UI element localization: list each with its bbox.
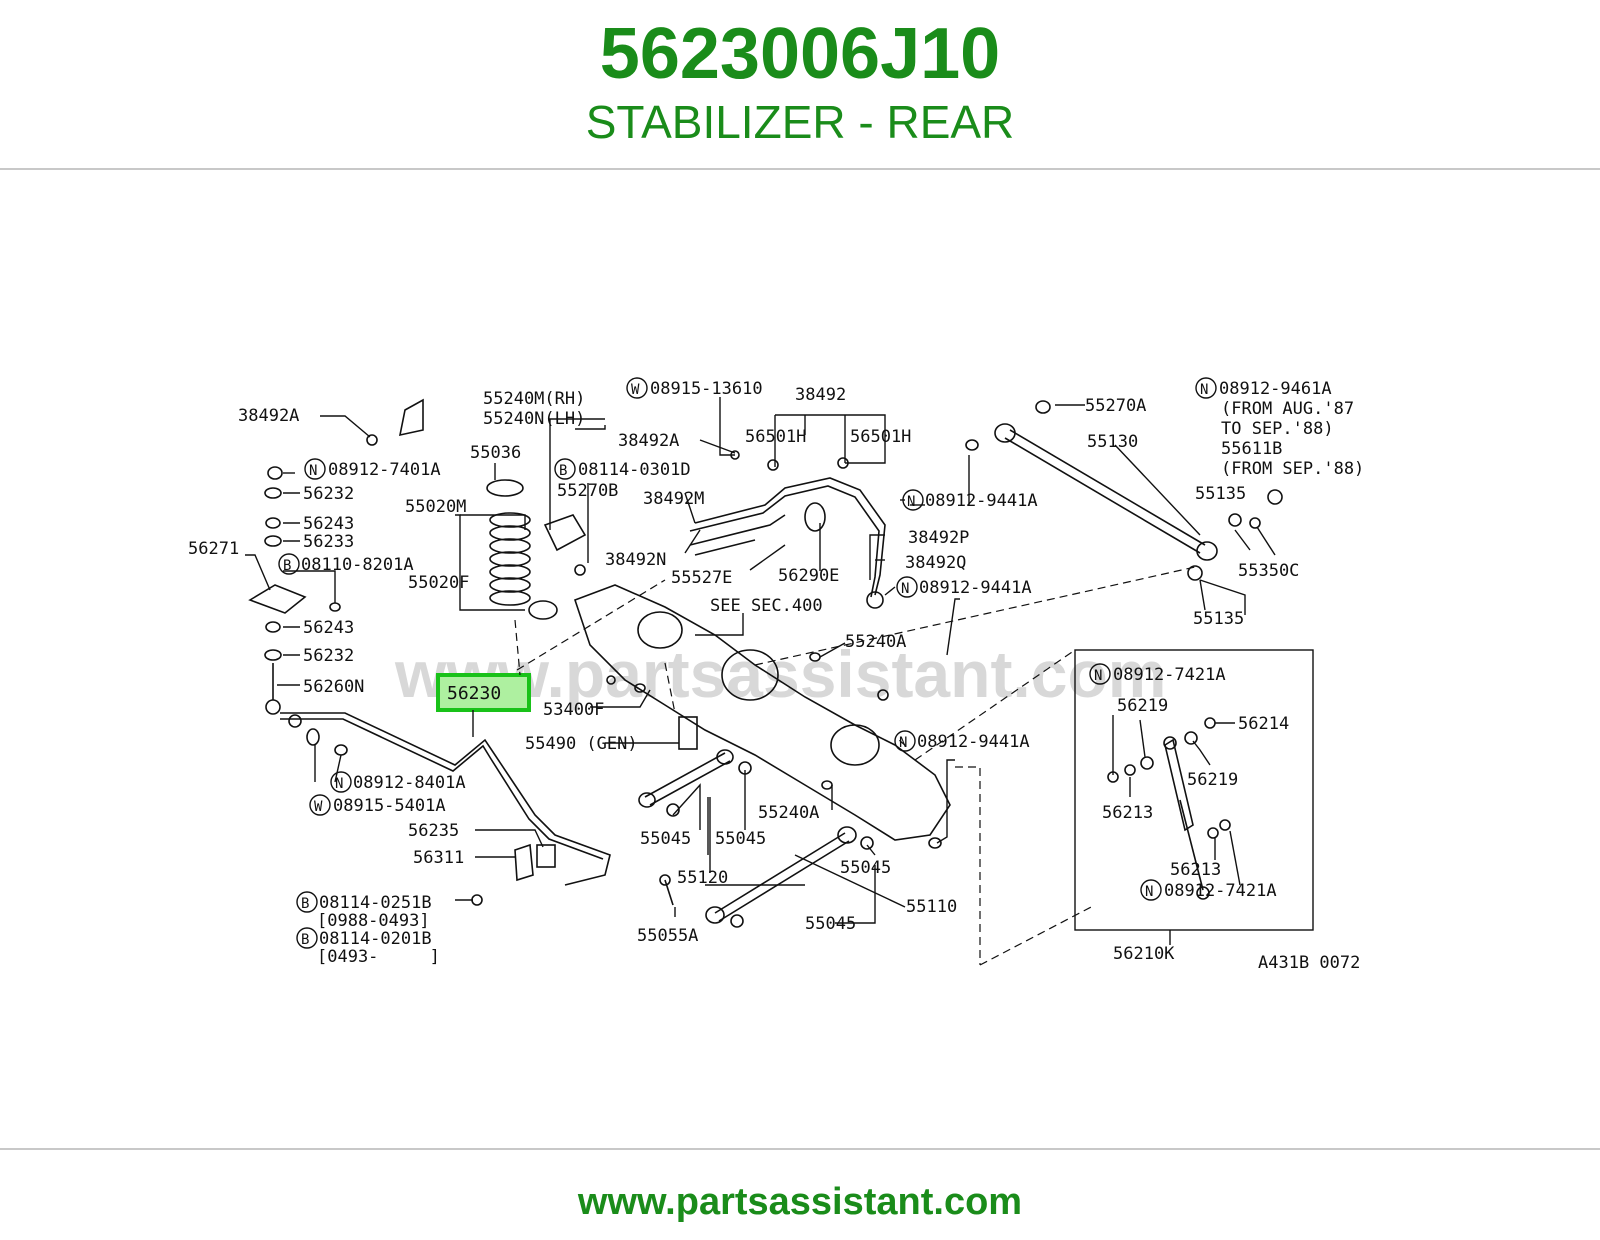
part-label: 55120	[677, 868, 728, 888]
part-label: 38492Q	[905, 553, 966, 573]
part-label: 38492A	[618, 431, 679, 451]
part-label: 55527E	[671, 568, 732, 588]
part-label: 56210K	[1113, 944, 1175, 964]
part-label: 08912-8401A	[353, 773, 466, 793]
part-label: 56243	[303, 618, 354, 638]
part-label: 56243	[303, 514, 354, 534]
part-label: 08114-0301D	[578, 460, 691, 480]
part-label: 56213	[1102, 803, 1153, 823]
circle-prefix-letter: B	[559, 463, 567, 479]
highlight-box[interactable]	[436, 673, 531, 712]
part-label: 56501H	[745, 427, 806, 447]
part-label: 56232	[303, 484, 354, 504]
part-label: 55130	[1087, 432, 1138, 452]
part-label: 38492	[795, 385, 846, 405]
part-label: 55350C	[1238, 561, 1299, 581]
part-label: 55611B	[1221, 439, 1282, 459]
circled-prefixes: W N N B N B N N N N W N B B	[278, 377, 1217, 949]
part-label: 08915-5401A	[333, 796, 446, 816]
part-label: 55045	[715, 829, 766, 849]
part-label: 08114-0251B	[319, 893, 432, 913]
part-label: [0988-0493]	[317, 911, 430, 931]
circle-prefix-letter: N	[1145, 884, 1153, 900]
circle-prefix-letter: W	[314, 799, 323, 815]
part-label: 56260N	[303, 677, 364, 697]
part-label: 08912-9461A	[1219, 379, 1332, 399]
reference-lines	[514, 566, 1196, 966]
part-label: 55270A	[1085, 396, 1146, 416]
part-label: 56501H	[850, 427, 911, 447]
part-label: 55135	[1193, 609, 1244, 629]
part-label: 55020M	[405, 497, 466, 517]
part-label: 56219	[1187, 770, 1238, 790]
part-label: 55240M(RH)	[483, 389, 585, 409]
part-label: 53400F	[543, 700, 604, 720]
part-label: 38492M	[643, 489, 704, 509]
part-label: 38492P	[908, 528, 969, 548]
header-divider	[0, 168, 1600, 170]
part-label: TO SEP.'88)	[1221, 419, 1334, 439]
part-number-heading: 5623006J10	[599, 14, 1001, 94]
part-label: 55020F	[408, 573, 469, 593]
part-label: 55490 (GEN)	[525, 734, 638, 754]
part-label: 55240A	[758, 803, 819, 823]
part-label: 08915-13610	[650, 379, 763, 399]
part-label: SEE SEC.400	[710, 596, 823, 616]
part-label: 08110-8201A	[301, 555, 414, 575]
part-label: 55270B	[557, 481, 618, 501]
part-label: 56214	[1238, 714, 1289, 734]
label-38492A: 38492A	[238, 406, 299, 426]
part-labels: 38492A 55240M(RH) 55240N(LH) 08915-13610…	[188, 379, 1364, 973]
part-label: 08912-7421A	[1113, 665, 1226, 685]
part-label: 56233	[303, 532, 354, 552]
circle-prefix-letter: N	[335, 776, 343, 792]
part-label: 56235	[408, 821, 459, 841]
part-label: 55045	[640, 829, 691, 849]
part-label: 55110	[906, 897, 957, 917]
part-label: 55240A	[845, 632, 906, 652]
part-label: 55036	[470, 443, 521, 463]
part-title-heading: STABILIZER - REAR	[585, 96, 1015, 148]
part-label: 56311	[413, 848, 464, 868]
circle-prefix-letter: B	[283, 558, 291, 574]
part-label: 56232	[303, 646, 354, 666]
footer-divider	[0, 1148, 1600, 1150]
circle-prefix-letter: N	[899, 735, 907, 751]
part-label: (FROM SEP.'88)	[1221, 459, 1364, 479]
circle-prefix-letter: B	[301, 932, 309, 948]
part-label: 55045	[840, 858, 891, 878]
circle-prefix-letter: B	[301, 896, 309, 912]
part-label: (FROM AUG.'87	[1221, 399, 1354, 419]
part-label: [0493- ]	[317, 947, 440, 967]
page-header: 5623006J10 STABILIZER - REAR	[0, 0, 1600, 168]
part-label: 08912-9441A	[917, 732, 1030, 752]
footer-website-link[interactable]: www.partsassistant.com	[577, 1181, 1023, 1223]
parts-drawing	[248, 398, 1314, 931]
part-label: 55135	[1195, 484, 1246, 504]
parts-diagram: www.partsassistant.com 56230	[188, 377, 1364, 973]
circle-prefix-letter: N	[1094, 668, 1102, 684]
part-label: 55240N(LH)	[483, 409, 585, 429]
circle-prefix-letter: N	[901, 581, 909, 597]
circle-prefix-letter: N	[1200, 382, 1208, 398]
part-label: 08114-0201B	[319, 929, 432, 949]
part-label: 38492N	[605, 550, 666, 570]
circle-prefix-letter: N	[907, 494, 915, 510]
leader-lines	[245, 397, 1276, 945]
part-label: 56219	[1117, 696, 1168, 716]
part-label: 08912-9441A	[925, 491, 1038, 511]
part-label: 08912-7421A	[1164, 881, 1277, 901]
part-label: 08912-7401A	[328, 460, 441, 480]
figure-code: A431B 0072	[1258, 953, 1360, 973]
part-label: 56213	[1170, 860, 1221, 880]
circle-prefix-letter: N	[309, 463, 317, 479]
part-label: 55045	[805, 914, 856, 934]
part-label: 08912-9441A	[919, 578, 1032, 598]
part-label: 56290E	[778, 566, 839, 586]
highlighted-part-label[interactable]: 56230	[447, 683, 501, 704]
circle-prefix-letter: W	[631, 382, 640, 398]
part-label: 55055A	[637, 926, 698, 946]
part-label: 56271	[188, 539, 239, 559]
